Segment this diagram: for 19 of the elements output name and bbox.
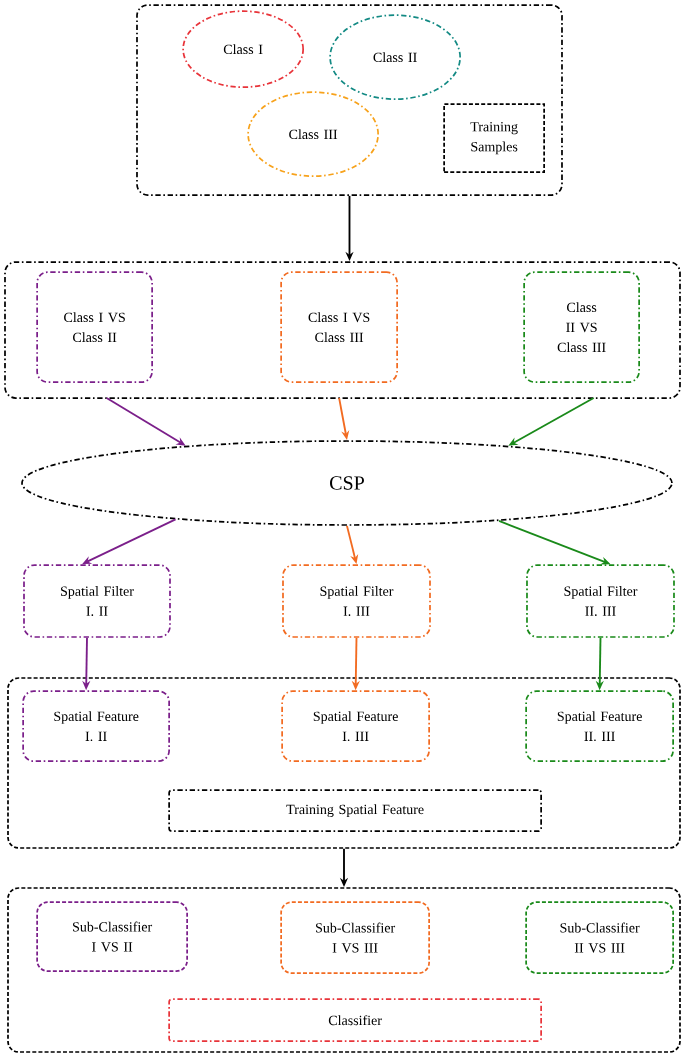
pair-box: Class I VS Class III [280,271,398,383]
feature-box: Training Spatial Feature [168,789,542,832]
feature-box: Spatial Feature I. III [281,690,430,762]
feature-box: Spatial Feature I. II [22,690,170,762]
group-box [136,4,563,196]
filter-box: Spatial Filter I. III [282,564,431,638]
pair-box: Class II VS Class III [523,271,640,383]
filter-box: Spatial Filter II. III [526,564,675,638]
group-box [7,677,681,849]
subclassifier-box: Sub-Classifier I VS II [36,901,188,972]
subclassifier-box: Sub-Classifier II VS III [525,901,674,974]
classifier-box: Classifier [168,998,542,1042]
feature-box: Spatial Feature II. III [525,690,674,762]
group-box [4,261,681,399]
samples-box: Training Samples [443,103,545,173]
group-box [7,887,681,1053]
pair-box: Class I VS Class II [36,271,153,383]
subclassifier-box: Sub-Classifier I VS III [280,901,430,974]
filter-box: Spatial Filter I. II [23,564,171,638]
